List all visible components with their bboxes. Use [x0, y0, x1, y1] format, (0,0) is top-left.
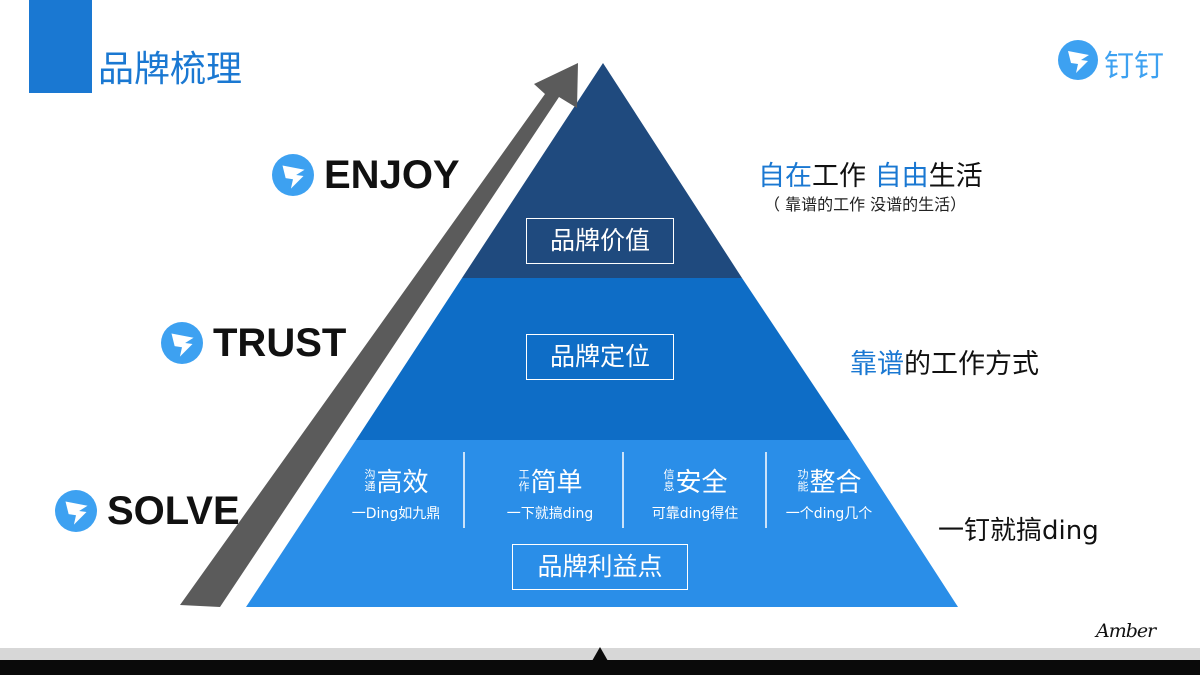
benefit-title: 安全	[675, 468, 728, 498]
brand-positioning-label: 品牌定位	[526, 334, 674, 380]
plain-text: 工作	[812, 161, 875, 192]
level-label: ENJOY	[324, 153, 460, 197]
benefit-title: 简单	[530, 468, 583, 498]
benefit-subtitle: 一Ding如九鼎	[351, 506, 441, 522]
benefit-prefix: 工作	[518, 467, 530, 493]
trust-description: 靠谱的工作方式	[850, 342, 1039, 381]
footer-caret-icon	[592, 647, 608, 661]
benefit-title: 高效	[376, 468, 429, 498]
pyramid-tier-top	[462, 63, 742, 278]
benefit-prefix: 信息	[663, 467, 675, 493]
author-signature: Amber	[1096, 620, 1156, 642]
benefit-integrated: 功能整合 一个ding几个	[766, 462, 892, 523]
plain-text: 的工作方式	[904, 349, 1039, 380]
benefit-simple: 工作简单 一下就搞ding	[477, 462, 623, 523]
brand-benefit-label: 品牌利益点	[512, 544, 688, 590]
footer-bar	[0, 660, 1200, 675]
dingtalk-wing-icon	[1058, 40, 1098, 80]
brand-value-label: 品牌价值	[526, 218, 674, 264]
enjoy-subtitle: （ 靠谱的工作 没谱的生活）	[764, 195, 967, 214]
benefit-prefix: 沟通	[364, 467, 376, 493]
brand-logo: 钉钉	[1058, 37, 1178, 84]
benefit-subtitle: 一下就搞ding	[506, 506, 594, 522]
dingtalk-wing-icon	[272, 154, 314, 196]
brand-name: 钉钉	[1104, 49, 1164, 84]
pyramid-tier-middle	[356, 278, 850, 440]
dingtalk-wing-icon	[161, 322, 203, 364]
highlight-text: 自在	[758, 161, 812, 192]
solve-description: 一钉就搞ding	[938, 516, 1099, 546]
benefit-efficient: 沟通高效 一Ding如九鼎	[328, 462, 464, 523]
benefit-subtitle: 可靠ding得住	[651, 506, 739, 522]
pyramid-tier-bottom	[246, 440, 958, 607]
level-label: SOLVE	[107, 489, 240, 533]
title-accent-bar	[29, 0, 92, 93]
highlight-text: 自由	[874, 161, 929, 192]
benefit-subtitle: 一个ding几个	[785, 506, 873, 522]
highlight-text: 靠谱	[850, 349, 904, 380]
page-title: 品牌梳理	[98, 49, 243, 90]
plain-text: 生活	[928, 161, 983, 192]
benefit-secure: 信息安全 可靠ding得住	[625, 462, 765, 523]
benefit-prefix: 功能	[797, 467, 809, 493]
growth-arrow	[180, 63, 578, 607]
dingtalk-wing-icon	[55, 490, 97, 532]
level-label: TRUST	[213, 321, 347, 365]
enjoy-description: 自在工作 自由生活	[758, 154, 983, 193]
benefit-title: 整合	[809, 468, 862, 498]
